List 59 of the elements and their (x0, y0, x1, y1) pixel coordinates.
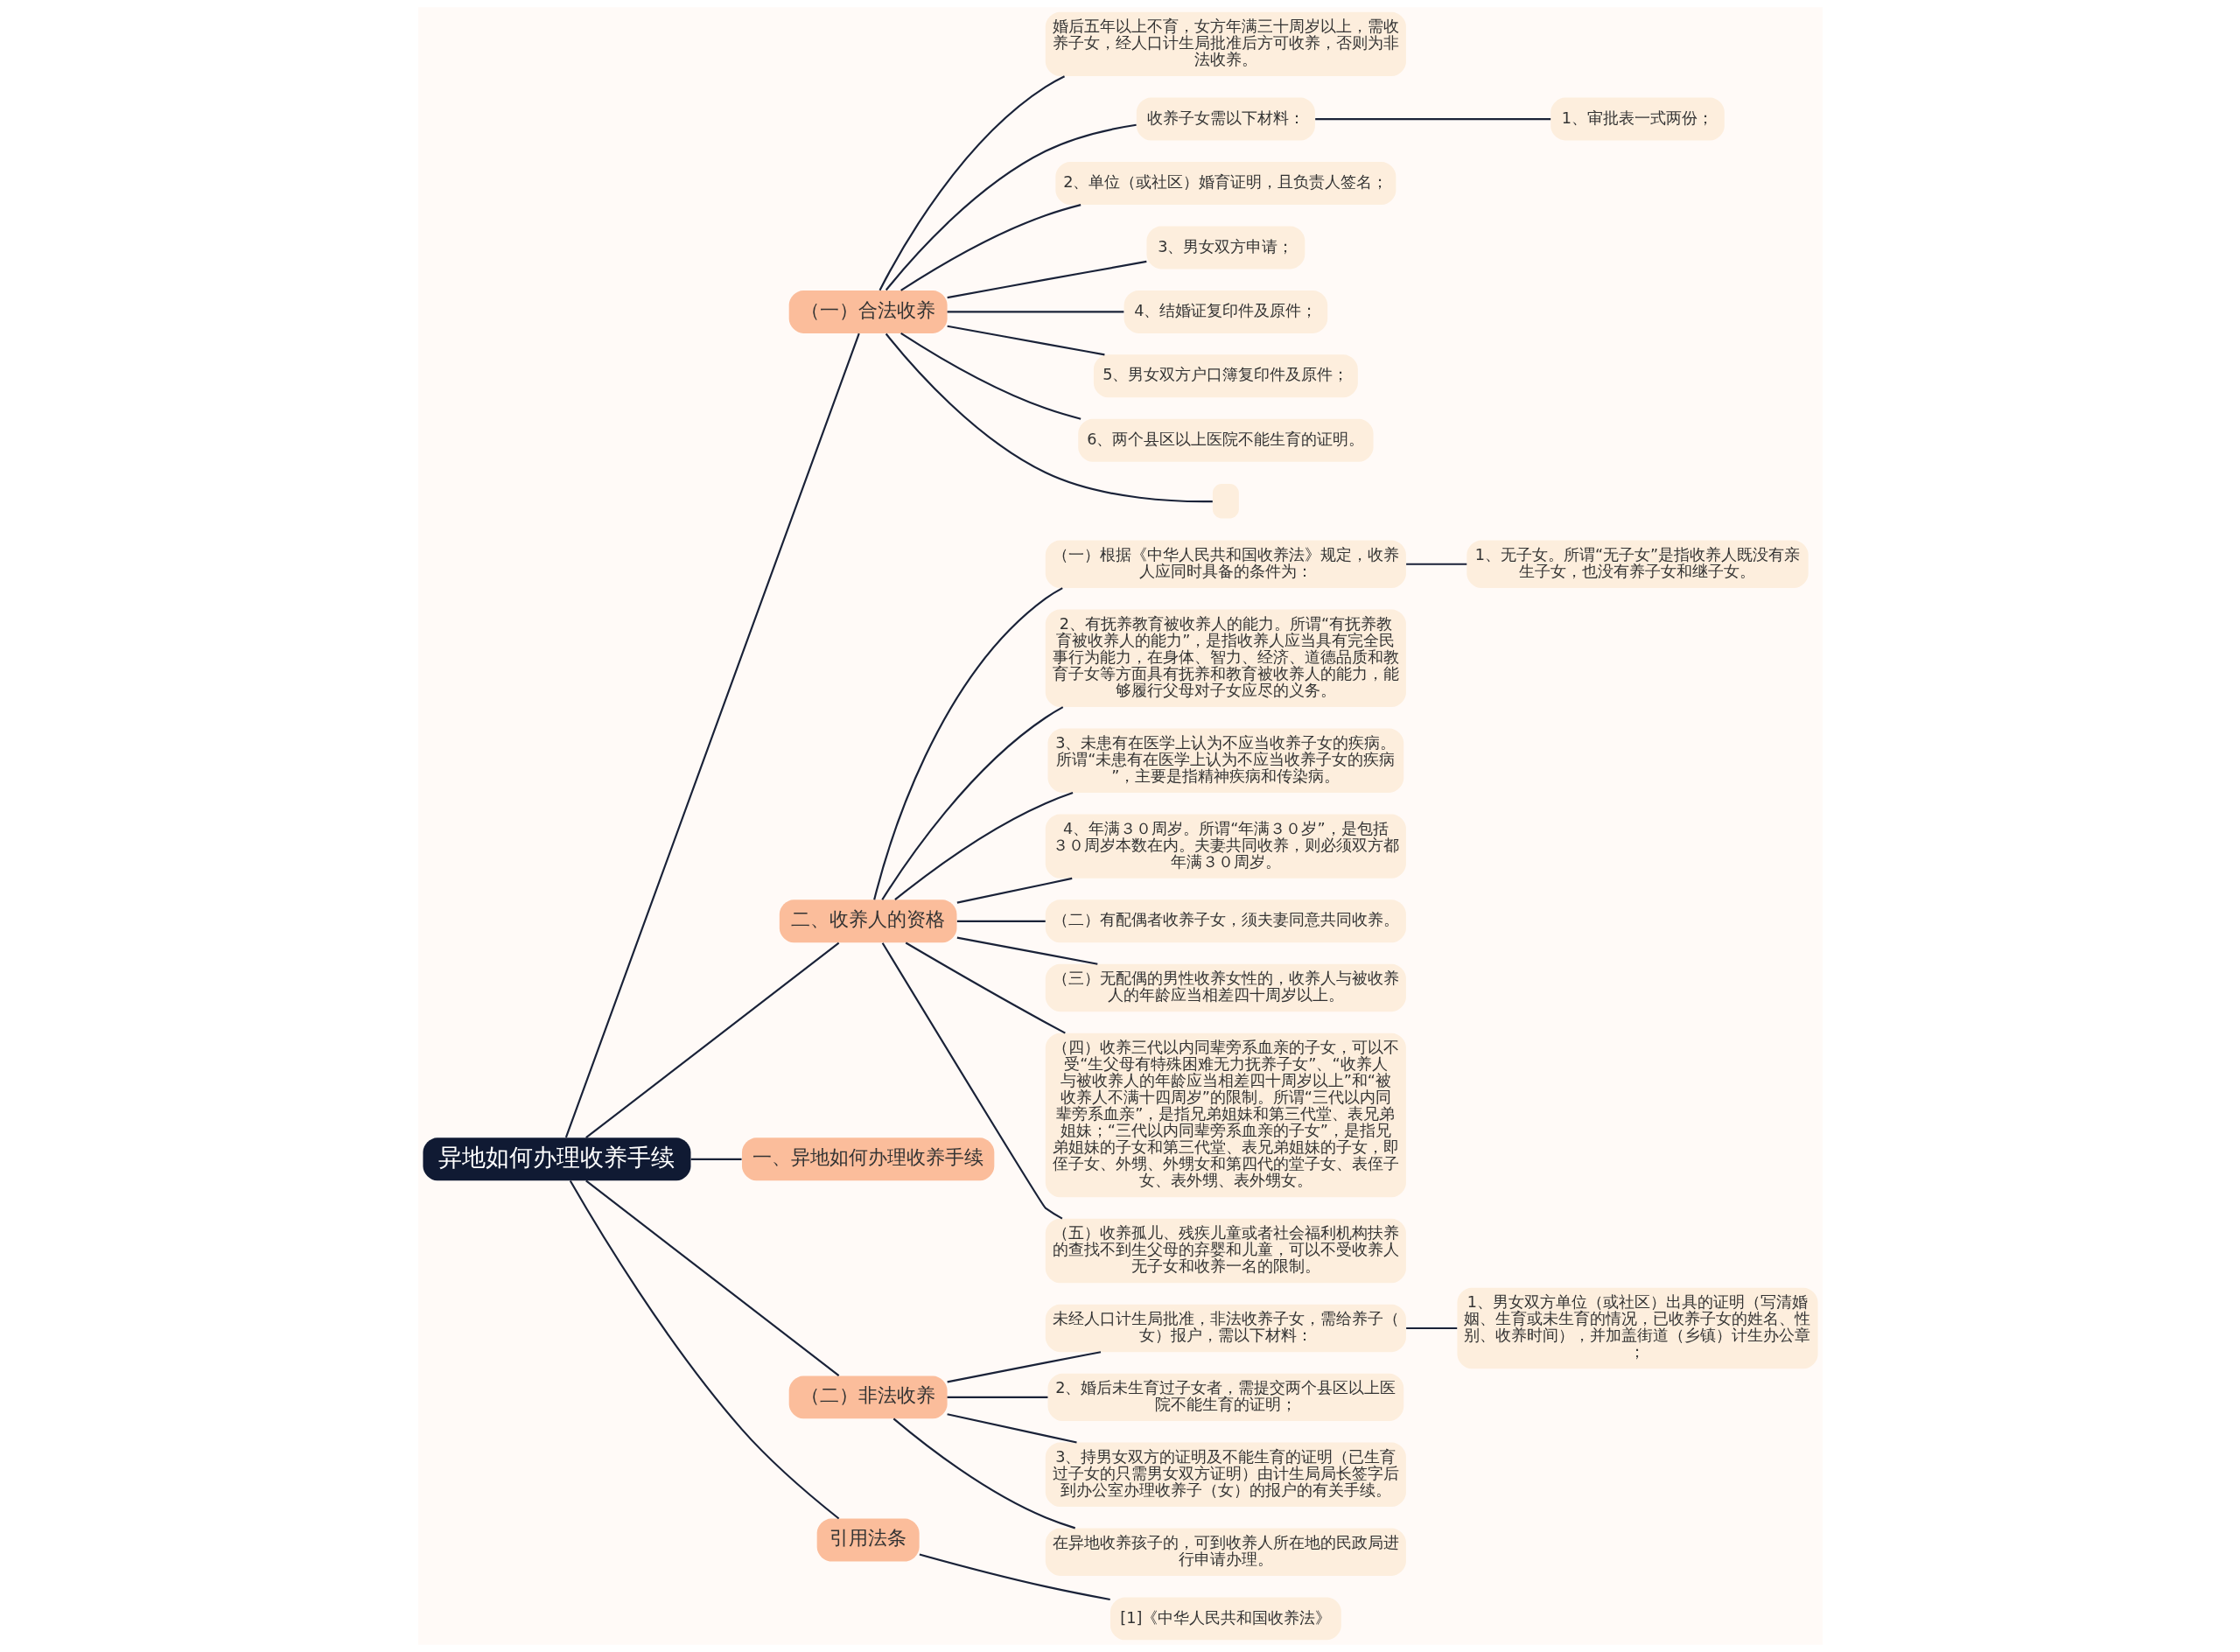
node-box: 二、收养人的资格 (779, 900, 956, 943)
node-box: 一、异地如何办理收养手续 (741, 1138, 994, 1181)
connector (584, 1180, 839, 1376)
node-box: 婚后五年以上不育，女方年满三十周岁以上，需收养子女，经人口计生局批准后方可收养，否则为非法收养。 (1045, 11, 1406, 77)
connector (947, 311, 1124, 313)
connector (956, 877, 1072, 904)
connector (947, 325, 1105, 356)
node-box: 异地如何办理收养手续 (422, 1138, 690, 1181)
connector (881, 942, 1062, 1220)
node-box: 1、审批表一式两份； (1550, 97, 1725, 141)
node-box (1212, 483, 1239, 519)
node-box: 引用法条 (816, 1518, 920, 1562)
connector (569, 1180, 839, 1520)
node-box: （四）收养三代以内同辈旁系血亲的子女，可以不受“生父母有特殊困难无力抚养子女”、“收养人与被收养人的年龄应当相差四十周岁以上”和“被收养人不满十四周岁”的限制。所谓“三代以内同辈旁系血亲”，是指兄弟姐妹和第三代堂、表兄弟姐妹；“三代以内同辈旁系血亲的子女”，是指兄弟姐妹的子女和第三代堂、表兄弟姐妹的子女，即侄子女、外甥、外甥女和第四代的堂子女、表侄子女、表外甥、表外甥女。 (1045, 1032, 1406, 1198)
node-box: 2、有抚养教育被收养人的能力。所谓“有抚养教育被收养人的能力”，是指收养人应当具有完全民事行为能力，在身体、智力、经济、道德品质和教育子女等方面具有抚养和教育被收养人的能力，能够履行父母对子女应尽的义务。 (1045, 609, 1406, 707)
connector (1405, 563, 1466, 565)
connector (1405, 1326, 1457, 1330)
connector (878, 75, 1065, 291)
connector (885, 332, 1213, 503)
node-box: 收养子女需以下材料： (1136, 97, 1315, 141)
node-box: 3、未患有在医学上认为不应当收养子女的疾病。所谓“未患有在医学上认为不应当收养子女的疾病”，主要是指精神疾病和传染病。 (1047, 728, 1404, 793)
node-box: 3、男女双方申请； (1145, 226, 1305, 270)
node-box: 2、婚后未生育过子女者，需提交两个县区以上医院不能生育的证明； (1047, 1373, 1404, 1422)
node-box: 6、两个县区以上医院不能生育的证明。 (1077, 418, 1374, 462)
connector (1314, 117, 1550, 121)
connector (564, 332, 860, 1138)
connector (900, 332, 1081, 420)
node-box: 在异地收养孩子的，可到收养人所在地的民政局进行申请办理。 (1045, 1528, 1406, 1576)
connector (880, 706, 1063, 900)
node-box: 2、单位（或社区）婚育证明，且负责人签名； (1054, 162, 1396, 205)
connector (905, 942, 1066, 1034)
connector (947, 1396, 1047, 1398)
node-box: [1]《中华人民共和国收养法》 (1110, 1597, 1341, 1641)
connector (956, 936, 1098, 965)
connector (946, 1351, 1101, 1383)
node-box: 5、男女双方户口簿复印件及原件； (1093, 354, 1358, 398)
connector (900, 204, 1081, 291)
node-box: （二）有配偶者收养子女，须夫妻同意共同收养。 (1045, 900, 1406, 943)
node-box: （一）合法收养 (788, 290, 948, 333)
connector (956, 920, 1046, 922)
node-box: 未经人口计生局批准，非法收养子女，需给养子（女）报户，需以下材料： (1045, 1304, 1406, 1353)
connector (946, 1413, 1077, 1444)
connector (919, 1553, 1110, 1601)
node-box: 1、无子女。所谓“无子女”是指收养人既没有亲生子女，也没有养子女和继子女。 (1466, 540, 1809, 588)
connector (872, 587, 1063, 900)
node-box: （二）非法收养 (788, 1376, 948, 1419)
node-box: 1、男女双方单位（或社区）出具的证明（写清婚姻、生育或未生育的情况，已收养子女的姓名、性别、收养时间），并加盖街道（乡镇）计生办公章； (1456, 1287, 1818, 1369)
connector (885, 123, 1137, 291)
connector (690, 1158, 742, 1160)
node-box: （五）收养孤儿、残疾儿童或者社会福利机构扶养的查找不到生父母的弃婴和儿童，可以不受收养人无子女和收养一名的限制。 (1045, 1218, 1406, 1284)
connector (893, 792, 1073, 901)
node-box: 3、持男女双方的证明及不能生育的证明（已生育过子女的只需男女双方证明）由计生局局长签字后到办公室办理收养子（女）的报户的有关手续。 (1045, 1442, 1406, 1507)
connector (584, 942, 839, 1139)
connector (892, 1418, 1075, 1530)
node-box: 4、结婚证复印件及原件； (1124, 290, 1327, 333)
node-box: （三）无配偶的男性收养女性的，收养人与被收养人的年龄应当相差四十周岁以上。 (1045, 963, 1406, 1012)
connector (947, 260, 1147, 299)
node-box: 4、年满３０周岁。所谓“年满３０岁”，是包括３０周岁本数在内。夫妻共同收养，则必须双方都年满３０周岁。 (1045, 814, 1406, 878)
node-box: （一）根据《中华人民共和国收养法》规定，收养人应同时具备的条件为： (1045, 540, 1406, 588)
